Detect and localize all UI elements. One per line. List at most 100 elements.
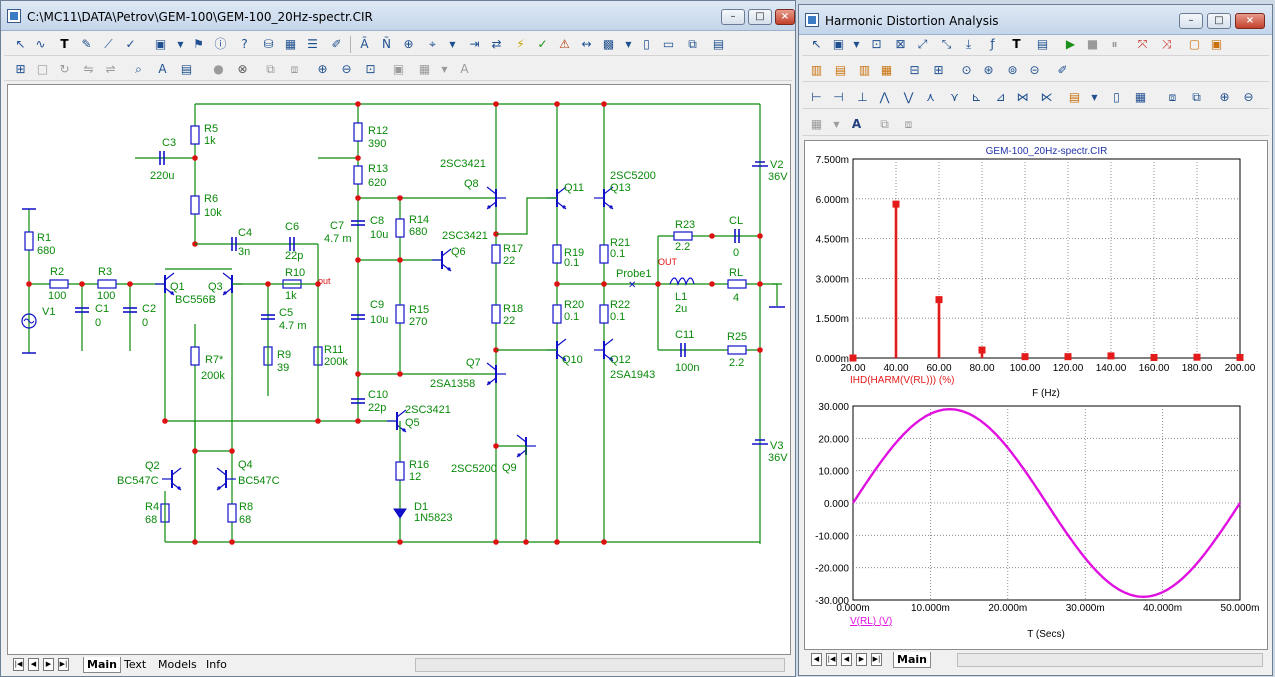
cursor-icon[interactable]: ⤨ [1161, 37, 1172, 51]
window-icon[interactable]: ⧉ [688, 37, 697, 51]
edit-icon[interactable]: ✐ [331, 37, 342, 51]
cursor-mode-icon[interactable]: ⋎ [950, 90, 959, 104]
grid-icon[interactable]: ▦ [284, 37, 297, 51]
tab-text[interactable]: Text [124, 658, 147, 671]
scale-icon[interactable]: ⊡ [871, 37, 882, 51]
select-mode-icon[interactable]: ↖ [811, 37, 822, 51]
schematic-titlebar[interactable]: C:\MC11\DATA\Petrov\GEM-100\GEM-100_20Hz… [1, 1, 795, 31]
check-icon[interactable]: ✓ [125, 37, 136, 51]
pen-icon[interactable]: ✎ [81, 37, 92, 51]
dropdown-icon[interactable]: ▼ [449, 40, 456, 49]
zoom-out-icon[interactable]: ⊖ [1243, 90, 1254, 104]
scale-icon[interactable]: ⤓ [965, 37, 972, 51]
grid-dots-icon[interactable]: ▩ [602, 37, 615, 51]
zoom-in-icon[interactable]: ⊕ [317, 62, 328, 76]
tile-icon[interactable]: ▦ [418, 62, 431, 76]
cursor-mode-icon[interactable]: ⊢ [811, 90, 822, 104]
folder-icon[interactable]: ▤ [1068, 90, 1081, 104]
stop-icon[interactable]: ● [213, 62, 224, 76]
cursor-mode-icon[interactable]: ⋏ [926, 90, 935, 104]
next-page-button[interactable]: ▶ [43, 658, 54, 671]
database-icon[interactable]: ⛁ [263, 37, 274, 51]
first-page-button[interactable]: |◀ [826, 653, 837, 666]
scroll-left-button[interactable]: ◀ [811, 653, 822, 666]
cursor-icon[interactable]: ⤧ [1137, 37, 1148, 51]
cancel-icon[interactable]: ⊗ [237, 62, 248, 76]
properties-icon[interactable]: ▤ [712, 37, 725, 51]
edit-icon[interactable]: ✐ [1057, 63, 1068, 77]
scale-icon[interactable]: ⊠ [895, 37, 906, 51]
cursor-mode-icon[interactable]: ⊾ [971, 90, 982, 104]
minimize-button[interactable]: – [1179, 13, 1203, 29]
tab-models[interactable]: Models [158, 658, 197, 671]
frame-icon[interactable]: ▢ [1188, 37, 1201, 51]
copy-icon[interactable]: ⧉ [880, 117, 889, 131]
dropdown-icon[interactable]: ▼ [441, 65, 448, 74]
zoom-in-icon[interactable]: ⊕ [1219, 90, 1230, 104]
horizontal-scrollbar[interactable] [957, 653, 1263, 667]
next-page-button[interactable]: ▶ [856, 653, 867, 666]
maximize-button[interactable]: □ [1207, 13, 1231, 29]
tab-main[interactable]: Main [893, 652, 931, 668]
text-find-icon[interactable]: A [158, 62, 167, 76]
tab-info[interactable]: Info [206, 658, 227, 671]
page-icon[interactable]: ▯ [643, 37, 650, 51]
zoom-icon[interactable]: ⊚ [1007, 63, 1018, 77]
box-icon[interactable]: □ [36, 62, 49, 76]
page-icon[interactable]: ▭ [662, 37, 675, 51]
info-icon[interactable]: ⓘ [214, 37, 227, 51]
warning-icon[interactable]: ⚠ [559, 37, 570, 51]
analysis-titlebar[interactable]: Harmonic Distortion Analysis – □ × [799, 5, 1272, 35]
attribute-text-icon[interactable]: Ā [360, 37, 369, 51]
table-icon[interactable]: ▦ [1134, 90, 1147, 104]
dropdown-icon[interactable]: ▼ [853, 40, 860, 49]
cursor-mode-icon[interactable]: ⋈ [1016, 90, 1029, 104]
cursor-mode-icon[interactable]: ⋀ [879, 90, 890, 104]
pin-icon[interactable]: ⊕ [403, 37, 414, 51]
dropdown-icon[interactable]: ▼ [833, 120, 840, 129]
plot-mode-icon[interactable]: ▦ [880, 63, 893, 77]
page-icon[interactable]: ▯ [1113, 90, 1120, 104]
stop-icon[interactable]: ■ [1086, 37, 1099, 51]
paste-icon[interactable]: ⧈ [290, 62, 299, 76]
properties-icon[interactable]: ▤ [1036, 37, 1049, 51]
fit-icon[interactable]: ⧈ [1168, 90, 1177, 104]
maximize-button[interactable]: □ [748, 9, 772, 25]
dropdown-icon[interactable]: ▼ [625, 40, 632, 49]
probe-icon[interactable]: ⇥ [469, 37, 480, 51]
schematic-drawing[interactable]: R1680R2100R3100C10C20V1C3220uR51kR610kQ1… [8, 85, 790, 654]
find-icon[interactable]: ⌕ [135, 62, 142, 76]
paste-icon[interactable]: ⧈ [904, 117, 913, 131]
horizontal-scrollbar[interactable] [415, 658, 785, 672]
grid-snap-icon[interactable]: ⊞ [15, 62, 26, 76]
font-icon[interactable]: A [460, 62, 469, 76]
tab-main[interactable]: Main [83, 657, 121, 673]
split-icon[interactable]: ⊟ [909, 63, 920, 77]
fit-icon[interactable]: ⧉ [1192, 90, 1201, 104]
zoom-icon[interactable]: ⊙ [961, 63, 972, 77]
cursor-mode-icon[interactable]: ⊿ [995, 90, 1006, 104]
component-icon[interactable]: ▣ [832, 37, 845, 51]
last-page-button[interactable]: ▶| [871, 653, 882, 666]
select-mode-icon[interactable]: ↖ [15, 37, 26, 51]
arrows-icon[interactable]: ⇄ [491, 37, 502, 51]
cross-icon[interactable]: ⌖ [429, 37, 436, 51]
font-icon[interactable]: A [851, 117, 862, 131]
export-icon[interactable]: ▣ [392, 62, 405, 76]
scale-icon[interactable]: ⤡ [941, 37, 952, 51]
run-icon[interactable]: ▶ [1065, 37, 1076, 51]
last-page-button[interactable]: ▶| [58, 658, 69, 671]
first-page-button[interactable]: |◀ [13, 658, 24, 671]
plot-mode-icon[interactable]: ▥ [858, 63, 871, 77]
lightning-icon[interactable]: ⚡ [516, 37, 525, 51]
cursor-mode-icon[interactable]: ⊣ [833, 90, 844, 104]
zoom-fit-icon[interactable]: ⊡ [365, 62, 376, 76]
dropdown-icon[interactable]: ▼ [177, 40, 184, 49]
text-tool-icon[interactable]: T [60, 37, 69, 51]
arrows-icon[interactable]: ↔ [581, 37, 592, 51]
component-icon[interactable]: ▣ [154, 37, 167, 51]
flag-icon[interactable]: ⚑ [193, 37, 204, 51]
